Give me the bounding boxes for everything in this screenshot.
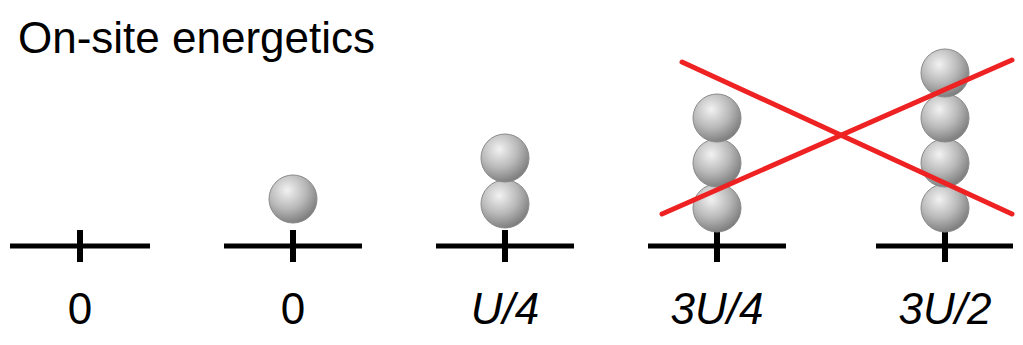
energy-label: 3U/2 [899,287,992,331]
forbidden-cross [662,60,1012,214]
heading: On-site energetics [18,16,375,60]
particles [269,49,969,232]
energy-label: 0 [281,287,305,331]
lattice-sites [10,230,1013,262]
energy-label: U/4 [471,287,539,331]
energy-label: 3U/4 [671,287,764,331]
energy-label: 0 [68,287,92,331]
